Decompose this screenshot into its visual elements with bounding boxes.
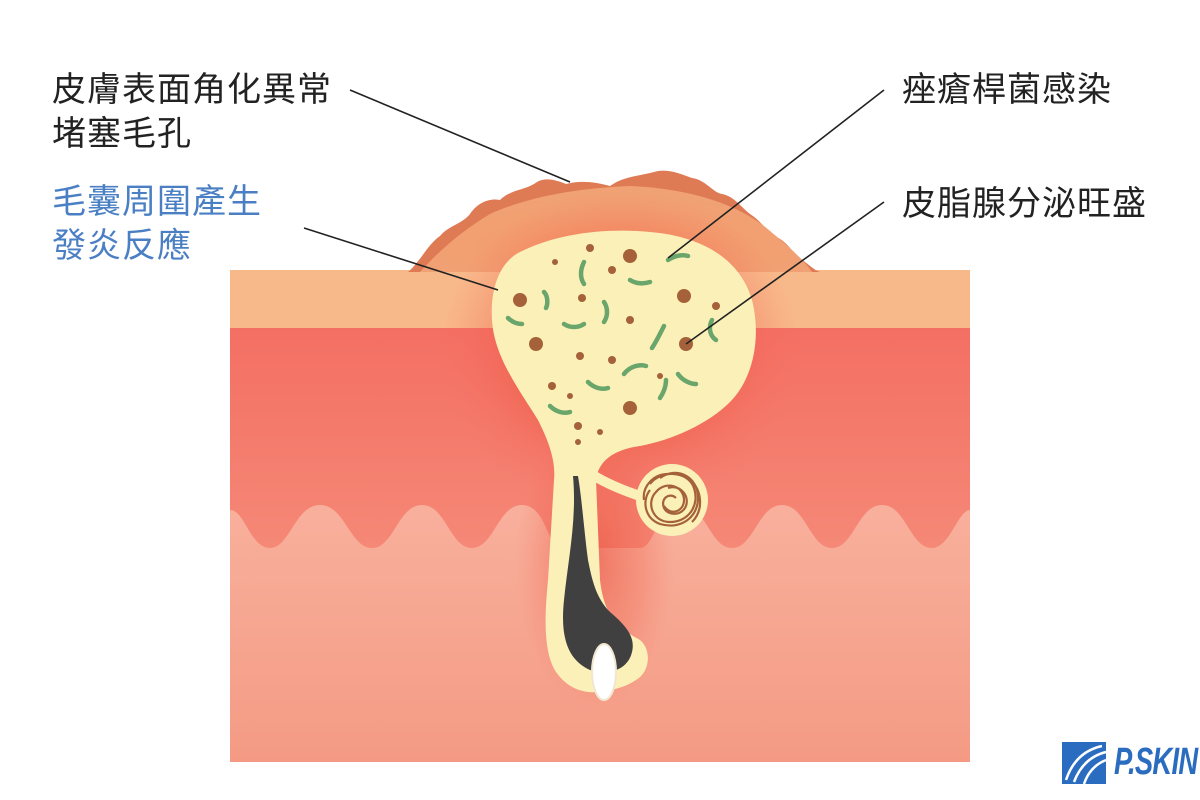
logo-mark-icon <box>1062 742 1107 785</box>
hair-bulb-icon <box>591 643 617 701</box>
leader-line-inflammation <box>303 227 499 291</box>
label-sebaceous-overactive: 皮脂腺分泌旺盛 <box>902 184 1147 224</box>
leader-lines <box>303 89 885 345</box>
leader-line-keratin <box>349 89 571 183</box>
label-keratin-line-1: 皮膚表面角化異常 <box>52 70 332 110</box>
label-inflammation: 毛囊周圍產生 發炎反應 <box>52 180 262 268</box>
label-inflammation-line-2: 發炎反應 <box>52 226 192 266</box>
hair-shaft-icon <box>563 476 633 673</box>
label-keratin-line-2: 堵塞毛孔 <box>52 114 192 154</box>
label-bacteria-infection: 痤瘡桿菌感染 <box>902 70 1112 110</box>
sebaceous-duct <box>585 467 642 501</box>
leader-line-sebaceous <box>685 201 885 345</box>
brand-logo: P.SKIN <box>1062 738 1198 786</box>
bacteria-icon <box>505 252 719 415</box>
label-inflammation-line-1: 毛囊周圍產生 <box>52 182 262 222</box>
sebum-dot-icon <box>513 244 720 445</box>
logo-text: P.SKIN <box>1114 741 1198 783</box>
label-keratin-abnormal: 皮膚表面角化異常 堵塞毛孔 <box>52 68 332 156</box>
leader-line-bacteria <box>667 89 885 259</box>
sebaceous-gland-coils <box>642 471 702 527</box>
